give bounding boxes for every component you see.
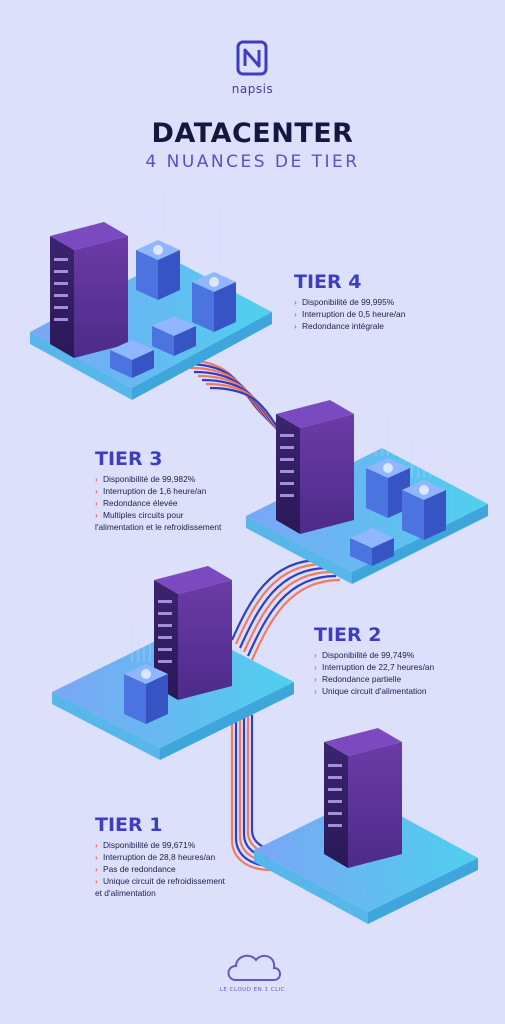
tier2-platform [52,566,294,760]
tier3-server-cube-1 [366,458,410,518]
tier1-item: Pas de redondance [95,863,225,875]
tier3-item: Disponibilité de 99,982% [95,473,221,485]
tier4-server-cube-2 [192,272,236,332]
tier2-item: Disponibilité de 99,749% [314,649,434,661]
tier2-server-cube [124,664,168,724]
tier2-rack [154,566,232,700]
tier4-item: Redondance intégrale [294,320,405,332]
footer-tagline: LE CLOUD EN 1 CLIC [219,987,286,993]
tier3-heat-lines [375,406,431,478]
tier2-heat-lines [131,610,151,662]
tier4-storage-1 [110,340,154,378]
tier1-item: Unique circuit de refroidissement [95,875,225,887]
tier1-rack [324,728,402,868]
tier4-platform [30,186,272,400]
tier1-item: et d'alimentation [95,888,156,898]
tier3-server-cube-2 [402,480,446,540]
tier3-item: Multiples circuits pour [95,509,221,521]
tier2-item: Interruption de 22,7 heures/an [314,661,434,673]
tier2-item: Redondance partielle [314,673,434,685]
tier3-item: Redondance élevée [95,497,221,509]
tier3-storage [350,528,394,566]
tier3-item: Interruption de 1,6 heure/an [95,485,221,497]
tier1-item: Interruption de 28,8 heures/an [95,851,225,863]
tier4-item: Disponibilité de 99,995% [294,296,405,308]
tier4-storage-2 [152,316,196,356]
cable-bundle-3-2 [230,558,341,661]
tier4-server-cube-1 [136,240,180,300]
tier2-title: TIER 2 [314,624,382,646]
tier1-info: TIER 1 Disponibilité de 99,671% Interrup… [95,814,225,899]
tier3-title: TIER 3 [95,448,163,470]
page-title: DATACENTER [151,118,354,149]
tier1-item: Disponibilité de 99,671% [95,839,225,851]
tier4-rack [50,222,128,358]
tier4-title: TIER 4 [294,271,362,293]
page-subtitle: 4 NUANCES DE TIER [145,152,360,172]
tier4-item: Interruption de 0,5 heure/an [294,308,405,320]
tier4-heat-lines [145,186,221,270]
brand-name: napsis [231,82,274,96]
tier4-info: TIER 4 Disponibilité de 99,995% Interrup… [294,271,405,332]
tier3-item: l'alimentation et le refroidissement [95,522,222,532]
tier2-item: Unique circuit d'alimentation [314,685,434,697]
cloud-icon [227,954,281,981]
tier1-title: TIER 1 [95,814,163,836]
tier3-rack [276,400,354,534]
tier2-info: TIER 2 Disponibilité de 99,749% Interrup… [314,624,434,697]
tier3-info: TIER 3 Disponibilité de 99,982% Interrup… [95,448,221,533]
napsis-logo-icon [236,40,268,76]
tier3-platform [246,400,488,584]
tier1-platform [254,728,478,924]
